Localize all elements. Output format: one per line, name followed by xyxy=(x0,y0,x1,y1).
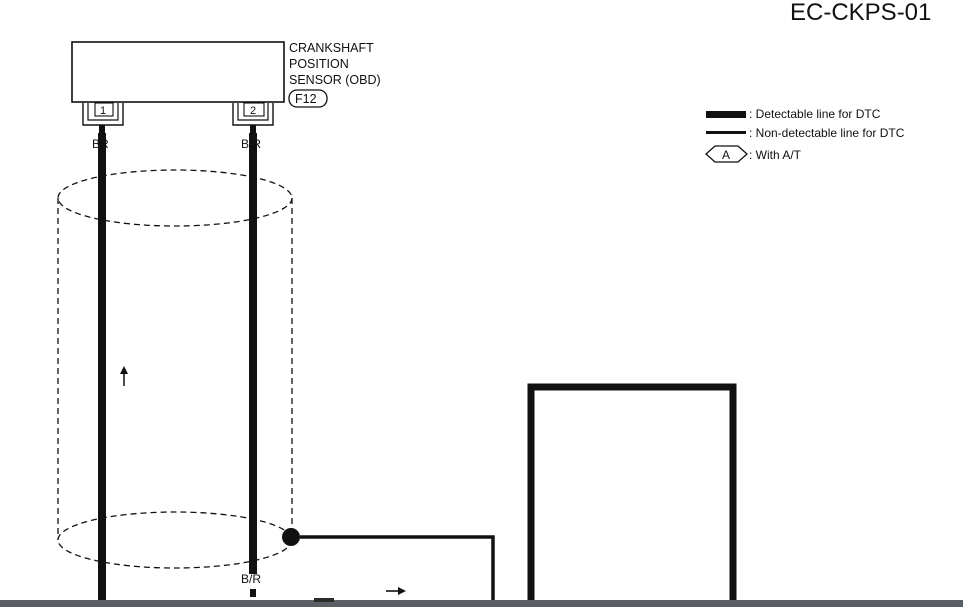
crankshaft-sensor: CRANKSHAFT POSITION SENSOR (OBD) F12 xyxy=(71,41,381,108)
sensor-box xyxy=(71,41,285,103)
pin-2-label: 2 xyxy=(250,105,256,117)
connector-badge xyxy=(288,89,328,108)
legend-thin-line xyxy=(706,131,746,134)
diagram-code: EC-CKPS-01 xyxy=(790,0,931,26)
legend-thick-line xyxy=(706,111,746,118)
pin-1-connector: 1 xyxy=(82,102,124,133)
pin-1-label: 1 xyxy=(100,105,106,117)
viewer-bottom-marker xyxy=(314,598,334,602)
shield-junction xyxy=(282,528,300,546)
legend-non-detectable: : Non-detectable line for DTC xyxy=(749,126,905,140)
wire-color-right-lower: B/R xyxy=(241,572,261,586)
legend-at-symbol xyxy=(705,145,748,163)
connector-label: F12 xyxy=(295,92,317,106)
legend: : Detectable line for DTC : Non-detectab… xyxy=(705,107,905,163)
ecm-box xyxy=(527,383,737,607)
pin-2-connector: 2 xyxy=(232,102,274,133)
sensor-name-line-3: SENSOR (OBD) xyxy=(289,73,381,87)
legend-detectable: : Detectable line for DTC xyxy=(749,107,881,121)
sensor-name-line-1: CRANKSHAFT xyxy=(289,41,374,55)
signal-arrow-up-icon xyxy=(120,366,128,386)
viewer-bottom-bar xyxy=(0,600,963,607)
sensor-name-line-2: POSITION xyxy=(289,57,349,71)
legend-at-symbol-letter: A xyxy=(722,148,730,162)
lower-pin-stub xyxy=(250,589,256,597)
shield-ground-line xyxy=(300,535,495,607)
legend-with-at: : With A/T xyxy=(749,148,802,162)
flow-arrow-right-icon xyxy=(386,587,406,595)
